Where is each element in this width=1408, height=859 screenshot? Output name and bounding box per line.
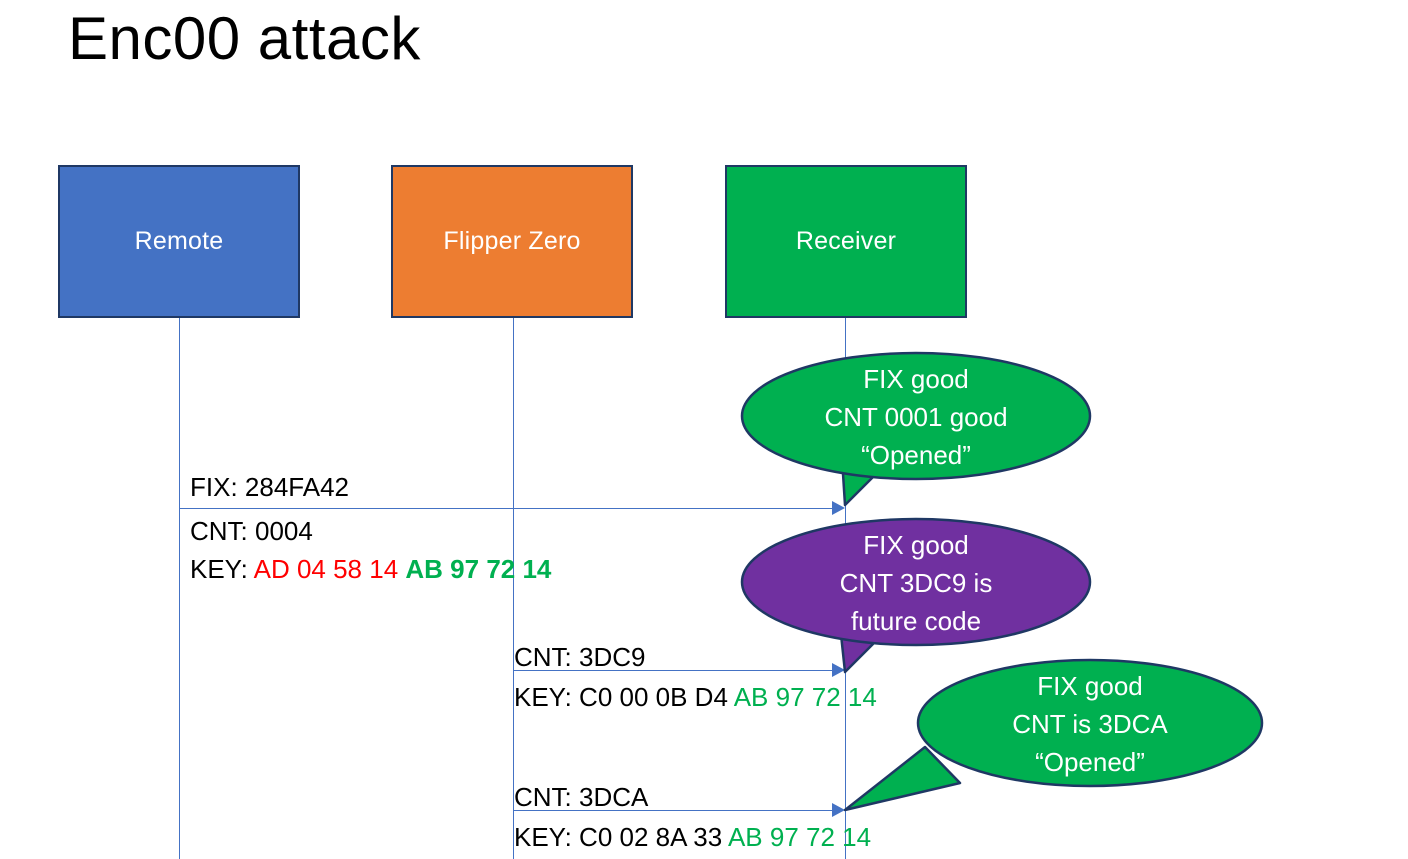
message-arrow-line-4: [513, 810, 838, 811]
callout-receiver-opened: FIX good CNT is 3DCA “Opened”: [843, 655, 1265, 820]
key-hex-green-2: AB 97 72 14: [733, 682, 877, 712]
message-label-cnt-3dc9: CNT: 3DC9: [514, 642, 646, 672]
key-hex-green-3: AB 97 72 14: [727, 822, 872, 852]
message-label-key-1: KEY: AD 04 58 14 AB 97 72 14: [190, 550, 551, 588]
message-label-key-3: KEY: C0 02 8A 33 AB 97 72 14: [514, 818, 871, 856]
actor-box-receiver: Receiver: [725, 165, 967, 318]
actor-label-receiver: Receiver: [795, 227, 897, 255]
message-arrow-line-1: [179, 508, 838, 509]
message-arrow-head-1: [832, 501, 845, 515]
message-arrow-head-3: [832, 663, 845, 677]
actor-box-remote: Remote: [58, 165, 300, 318]
key-prefix-2: KEY: C0 00 0B D4: [514, 682, 734, 712]
lifeline-flipper: [513, 318, 514, 859]
message-label-cnt-0004: CNT: 0004: [190, 516, 313, 546]
actor-label-remote: Remote: [134, 227, 224, 255]
callout-shape-green-2: [843, 658, 1264, 812]
callout-shape-purple: [740, 517, 1092, 674]
callout-receiver-first-code: FIX good CNT 0001 good “Opened”: [740, 350, 1092, 515]
lifeline-remote: [179, 318, 180, 859]
message-label-cnt-3dca: CNT: 3DCA: [514, 782, 649, 812]
message-label-key-2: KEY: C0 00 0B D4 AB 97 72 14: [514, 678, 877, 716]
callout-shape-green-1: [740, 351, 1092, 507]
actor-box-flipper: Flipper Zero: [391, 165, 633, 318]
key-prefix-3: KEY: C0 02 8A 33: [514, 822, 728, 852]
key-prefix-1: KEY:: [190, 554, 254, 584]
actor-label-flipper: Flipper Zero: [443, 227, 581, 255]
message-label-fix: FIX: 284FA42: [190, 472, 349, 502]
key-hex-green-1: AB 97 72 14: [405, 554, 552, 584]
message-arrow-line-3: [513, 670, 838, 671]
key-hex-red-1: AD 04 58 14: [253, 554, 399, 584]
page-title: Enc00 attack: [68, 5, 421, 72]
message-arrow-head-4: [832, 803, 845, 817]
